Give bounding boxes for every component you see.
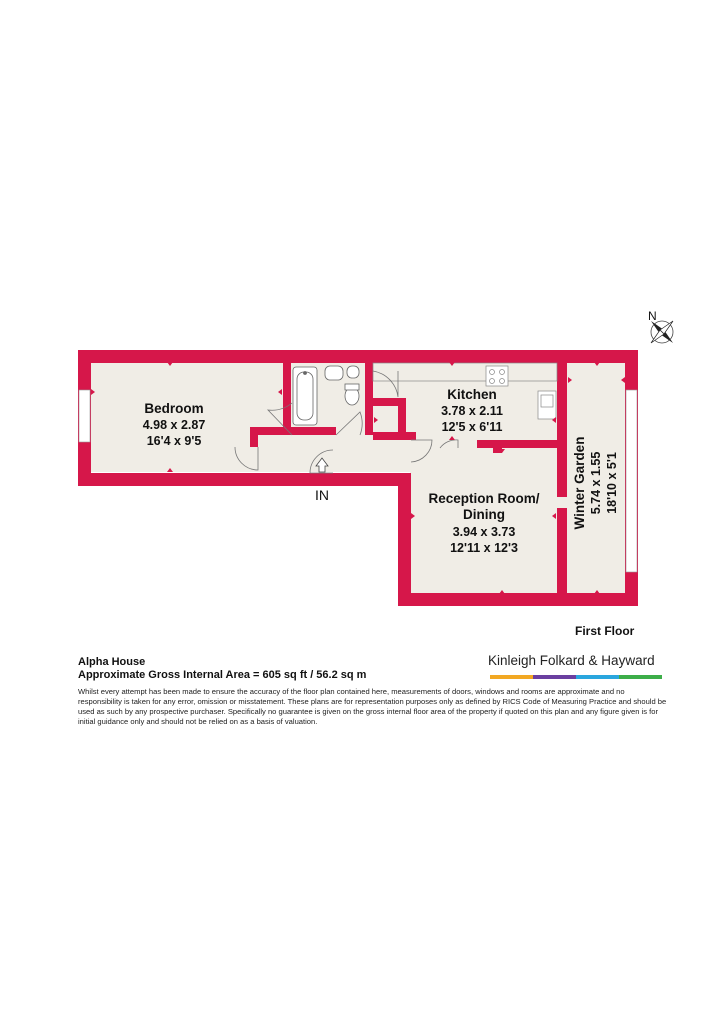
kitchen-imperial: 12'5 x 6'11 [442, 420, 503, 434]
bedroom-label: Bedroom 4.98 x 2.87 16'4 x 9'5 [143, 401, 206, 448]
kitchen-name: Kitchen [447, 387, 497, 402]
bedroom-imperial: 16'4 x 9'5 [147, 434, 202, 448]
entrance-arrow-icon [315, 457, 329, 473]
brand-stripe-orange [490, 675, 533, 679]
winter-garden-metric: 5.74 x 1.55 [589, 452, 603, 515]
compass-north-label: N [648, 309, 657, 323]
floor-plan: Bedroom 4.98 x 2.87 16'4 x 9'5 Kitchen 3… [78, 309, 674, 606]
winter-garden-label: Winter Garden 5.74 x 1.55 18'10 x 5'1 [572, 437, 619, 530]
compass-icon [650, 320, 674, 344]
winter-garden-name: Winter Garden [572, 437, 587, 530]
floor-area [90, 362, 625, 593]
reception-imperial: 12'11 x 12'3 [450, 541, 518, 555]
brand-stripe-purple [533, 675, 576, 679]
basin [324, 365, 344, 381]
winter-garden-window [625, 389, 638, 573]
windows [78, 389, 638, 573]
reception-name-line1: Reception Room/ [428, 491, 539, 506]
kitchen-fixtures [372, 362, 558, 420]
brand-stripe [490, 675, 662, 679]
bath [292, 366, 318, 426]
sink [537, 390, 557, 420]
floor-label: First Floor [575, 624, 635, 638]
door-swings [234, 370, 459, 474]
winter-garden-imperial: 18'10 x 5'1 [605, 452, 619, 514]
reception-name-line2: Dining [463, 507, 505, 522]
brand-stripe-blue [576, 675, 619, 679]
property-info: Alpha House Approximate Gross Internal A… [78, 656, 438, 682]
bedroom-name: Bedroom [144, 401, 203, 416]
dimension-markers [91, 362, 625, 594]
internal-walls [250, 362, 567, 596]
hob [485, 365, 509, 387]
brand-logo: Kinleigh Folkard & Hayward [488, 653, 655, 668]
reception-metric: 3.94 x 3.73 [453, 525, 516, 539]
kitchen-metric: 3.78 x 2.11 [441, 404, 503, 418]
outer-walls [78, 350, 638, 606]
bathroom-fixtures [292, 365, 360, 426]
reception-label: Reception Room/ Dining 3.94 x 3.73 12'11… [428, 491, 539, 555]
brand-stripe-green [619, 675, 662, 679]
worktop [372, 362, 558, 382]
property-name: Alpha House [78, 656, 146, 668]
disclaimer-text: Whilst every attempt has been made to en… [78, 687, 667, 726]
bedroom-window [78, 389, 91, 443]
entrance-label: IN [315, 487, 329, 503]
gross-area: Approximate Gross Internal Area = 605 sq… [78, 669, 367, 681]
kitchen-label: Kitchen 3.78 x 2.11 12'5 x 6'11 [441, 387, 503, 434]
bedroom-metric: 4.98 x 2.87 [143, 418, 206, 432]
